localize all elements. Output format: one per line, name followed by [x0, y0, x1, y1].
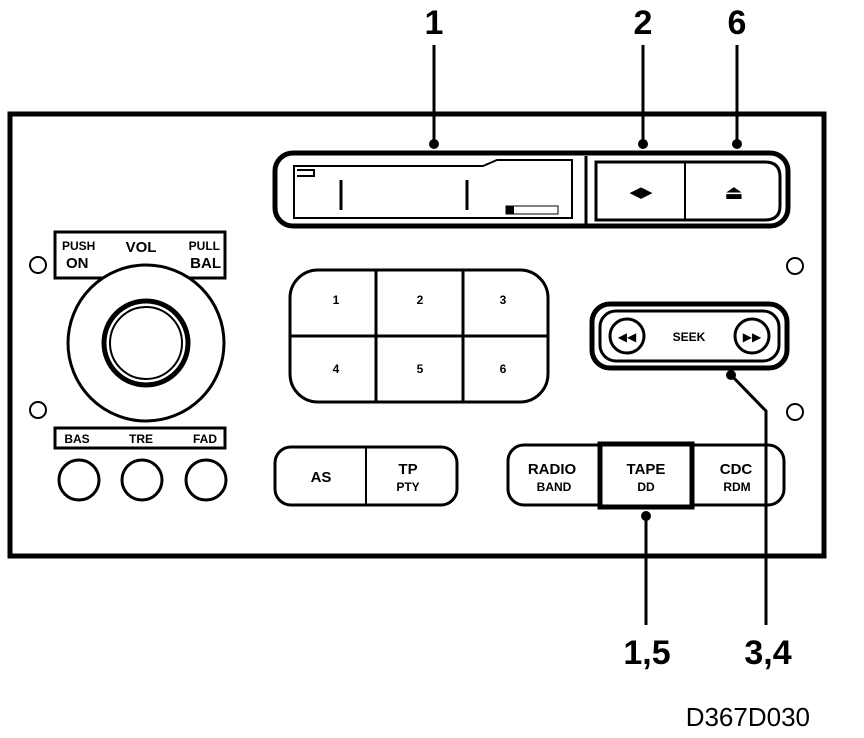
- leader-dot-15: [641, 511, 651, 521]
- leader-dot-2: [638, 139, 648, 149]
- cassette-slot-tab: [297, 169, 315, 177]
- bass-knob[interactable]: [57, 458, 101, 502]
- cassette-slot[interactable]: [293, 159, 573, 219]
- bal-label: BAL: [190, 255, 221, 272]
- seek-bar: [598, 309, 781, 363]
- volume-knob[interactable]: [101, 298, 191, 388]
- fader-knob[interactable]: [184, 458, 228, 502]
- leader-dot-34: [726, 370, 736, 380]
- leader-line-34: [729, 373, 768, 625]
- callout-1: 1: [425, 4, 444, 42]
- preset-button-2[interactable]: 2: [417, 293, 424, 307]
- fad-label: FAD: [193, 432, 217, 446]
- tape-button-frame: [597, 441, 695, 510]
- tape-direction-button[interactable]: ◀▶: [598, 164, 683, 218]
- preset-button-4[interactable]: 4: [333, 362, 340, 376]
- eject-icon: ⏏: [725, 182, 744, 204]
- volume-knob-inner: [109, 306, 183, 380]
- preset-button-6[interactable]: 6: [500, 362, 507, 376]
- dolby-logo-mark: [506, 206, 514, 214]
- leader-dot-6: [732, 139, 742, 149]
- band-label: BAND: [537, 480, 572, 494]
- as-button[interactable]: AS: [311, 469, 332, 486]
- callout-15: 1,5: [623, 634, 670, 672]
- seek-label: SEEK: [673, 330, 706, 344]
- tre-label: TRE: [129, 432, 153, 446]
- vol-label: VOL: [126, 239, 157, 256]
- treble-knob[interactable]: [120, 458, 164, 502]
- on-label: ON: [66, 255, 89, 272]
- tone-label-panel: [53, 426, 227, 450]
- callout-34: 3,4: [744, 634, 791, 672]
- tape-button[interactable]: TAPE: [627, 461, 666, 478]
- radio-button[interactable]: RADIO: [528, 461, 577, 478]
- seek-forward-icon: ▶▶: [743, 330, 762, 344]
- tape-control-group: [594, 160, 782, 222]
- pty-label: PTY: [396, 480, 419, 494]
- mounting-hole-right-top: [786, 257, 804, 275]
- mounting-hole-right-bottom: [786, 403, 804, 421]
- cdc-button[interactable]: CDC: [720, 461, 753, 478]
- leader-dot-1: [429, 139, 439, 149]
- rdm-label: RDM: [723, 480, 750, 494]
- eject-button[interactable]: ⏏: [687, 164, 778, 218]
- push-label: PUSH: [62, 239, 95, 253]
- tape-direction-icon: ◀▶: [629, 184, 653, 201]
- mounting-hole-left-bottom: [29, 401, 47, 419]
- tp-button[interactable]: TP: [398, 461, 417, 478]
- bas-label: BAS: [64, 432, 89, 446]
- seek-back-button[interactable]: [608, 317, 646, 355]
- callout-2: 2: [634, 4, 653, 42]
- preset-button-1[interactable]: 1: [333, 293, 340, 307]
- tape-dolby-label: DD: [637, 480, 655, 494]
- mounting-hole-left-top: [29, 256, 47, 274]
- preset-button-5[interactable]: 5: [417, 362, 424, 376]
- preset-button-3[interactable]: 3: [500, 293, 507, 307]
- seek-back-icon: ◀◀: [618, 330, 637, 344]
- seek-forward-button[interactable]: [733, 317, 771, 355]
- diagram-code: D367D030: [686, 702, 810, 732]
- callout-6: 6: [728, 4, 747, 42]
- pull-label: PULL: [189, 239, 220, 253]
